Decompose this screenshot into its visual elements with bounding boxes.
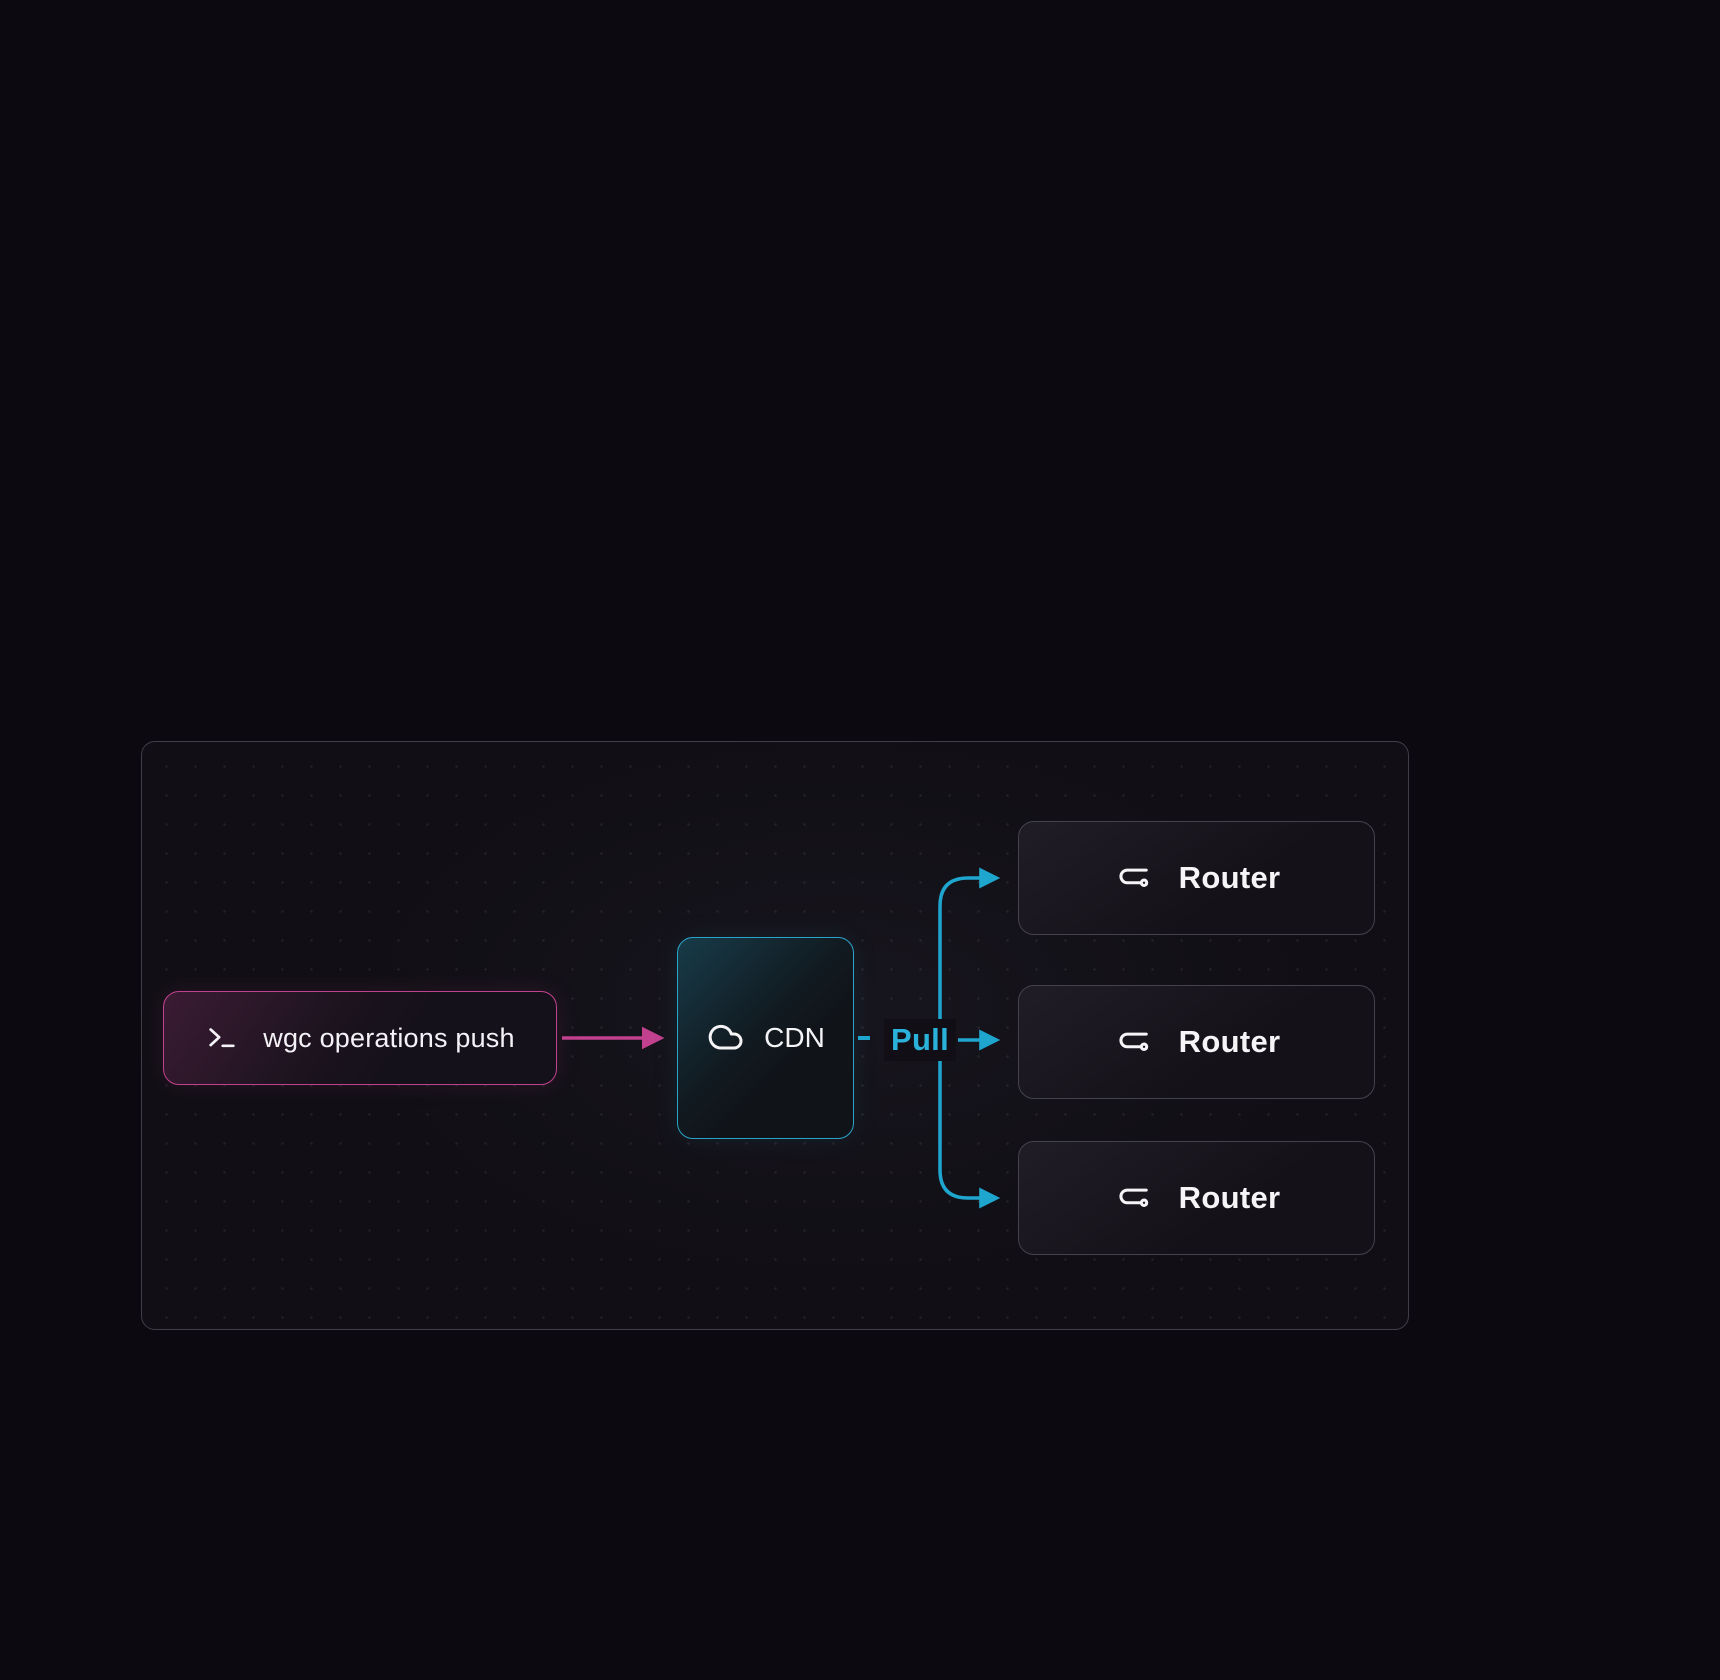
router-node-3[interactable]: Router — [1018, 1141, 1375, 1255]
router-node-2[interactable]: Router — [1018, 985, 1375, 1099]
route-icon — [1113, 1023, 1151, 1061]
router-node-1[interactable]: Router — [1018, 821, 1375, 935]
cloud-icon — [706, 1018, 746, 1058]
pull-label: Pull — [884, 1019, 956, 1061]
router-label: Router — [1178, 1024, 1281, 1059]
router-label: Router — [1178, 1180, 1281, 1215]
route-icon — [1113, 859, 1151, 897]
cdn-label: CDN — [764, 1022, 825, 1053]
router-label: Router — [1178, 860, 1281, 895]
route-icon — [1113, 1179, 1151, 1217]
terminal-icon — [205, 1021, 239, 1055]
cdn-node[interactable]: CDN — [677, 937, 854, 1139]
cli-push-label: wgc operations push — [263, 1022, 515, 1053]
cli-push-node[interactable]: wgc operations push — [163, 991, 557, 1085]
